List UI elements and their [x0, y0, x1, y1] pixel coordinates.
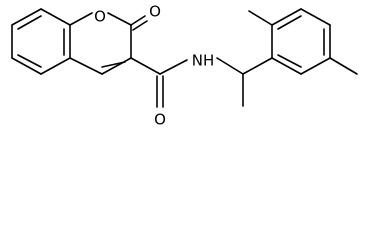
benzo-ring — [11, 8, 71, 75]
amide-nitrogen-label: NH — [192, 52, 215, 70]
amide-oxygen-label: O — [154, 111, 166, 129]
dimethylphenyl-ring — [248, 8, 358, 75]
chemical-structure-diagram: O O O NH — [11, 3, 358, 129]
atom-labels: O O O NH — [94, 3, 214, 129]
ethyl-linker — [216, 57, 273, 107]
ring-oxygen-label: O — [94, 8, 106, 26]
pyranone-ring — [69, 12, 148, 75]
carbonyl-oxygen-label: O — [149, 3, 161, 21]
amide-group — [130, 57, 188, 108]
